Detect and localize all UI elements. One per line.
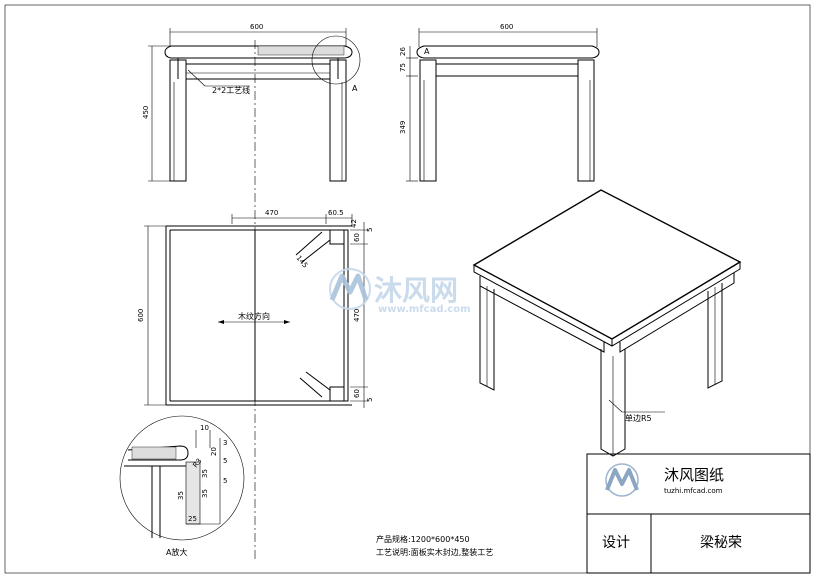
plan-right-dim-4: 60 bbox=[353, 389, 361, 398]
design-label: 设计 bbox=[602, 535, 630, 551]
front-view: 600 450 2*2工艺线 A bbox=[142, 23, 361, 182]
front-detail-ref: A bbox=[352, 84, 358, 93]
plan-angle-dim: 145 bbox=[294, 254, 309, 269]
plan-top-dim-1: 60.5 bbox=[328, 209, 344, 217]
title-block: 沐风图纸 tuzhi.mfcad.com 设计 梁秘荣 bbox=[586, 453, 811, 574]
spec-process: 工艺说明:面板实木封边,整装工艺 bbox=[376, 547, 493, 557]
company-url: tuzhi.mfcad.com bbox=[664, 487, 723, 495]
plan-view: 470 60.5 145 木纹方向 600 42 5 bbox=[137, 209, 374, 408]
plan-right-dim-3: 470 bbox=[353, 309, 361, 322]
plan-right-dim-5: 5 bbox=[366, 398, 374, 402]
edge-note: 单边R5 bbox=[625, 413, 652, 423]
side-dim-1: 75 bbox=[399, 63, 407, 72]
groove-note: 2*2工艺线 bbox=[212, 85, 250, 95]
plan-right-dim-0: 42 bbox=[350, 219, 358, 228]
mf-logo-icon bbox=[605, 463, 639, 497]
grain-label: 木纹方向 bbox=[238, 311, 270, 321]
detail-dim-9: 5 bbox=[223, 477, 227, 485]
detail-dim-1: 3 bbox=[223, 439, 227, 447]
detail-dim-0: 10 bbox=[200, 424, 209, 432]
detail-dim-8: 25 bbox=[188, 515, 197, 523]
side-dim-0: 26 bbox=[399, 47, 407, 56]
front-height-dim: 450 bbox=[142, 106, 150, 119]
side-view: 600 26 75 349 A bbox=[399, 23, 600, 182]
plan-top-dim-0: 470 bbox=[265, 209, 278, 217]
detail-dim-4: 20 bbox=[210, 447, 218, 456]
designer-name: 梁秘荣 bbox=[700, 535, 742, 551]
watermark-brand: 沐风网 bbox=[374, 274, 458, 307]
watermark: 沐风网 www.mfcad.com bbox=[329, 268, 471, 315]
plan-depth-dim: 600 bbox=[137, 309, 145, 322]
watermark-url: www.mfcad.com bbox=[378, 304, 471, 315]
company-name: 沐风图纸 bbox=[664, 466, 724, 484]
side-width-dim: 600 bbox=[500, 23, 513, 31]
detail-dim-6: 35 bbox=[201, 489, 209, 498]
iso-view: 单边R5 bbox=[472, 189, 742, 457]
detail-dim-7: 35 bbox=[177, 491, 185, 500]
plan-right-dim-1: 5 bbox=[366, 228, 374, 232]
mf-logo-icon bbox=[329, 268, 371, 310]
sheet-border bbox=[4, 4, 811, 574]
plan-right-dim-2: 60 bbox=[353, 233, 361, 242]
side-detail-ref: A bbox=[424, 47, 430, 56]
detail-dim-5: 35 bbox=[201, 469, 209, 478]
spec-size: 产品规格:1200*600*450 bbox=[376, 534, 470, 544]
detail-dim-2: 5 bbox=[223, 457, 227, 465]
front-width-dim: 600 bbox=[250, 23, 263, 31]
detail-view: 10 3 5 R3 20 35 35 35 25 5 A放大 bbox=[119, 415, 245, 557]
detail-title: A放大 bbox=[166, 547, 187, 557]
side-dim-2: 349 bbox=[399, 121, 407, 134]
